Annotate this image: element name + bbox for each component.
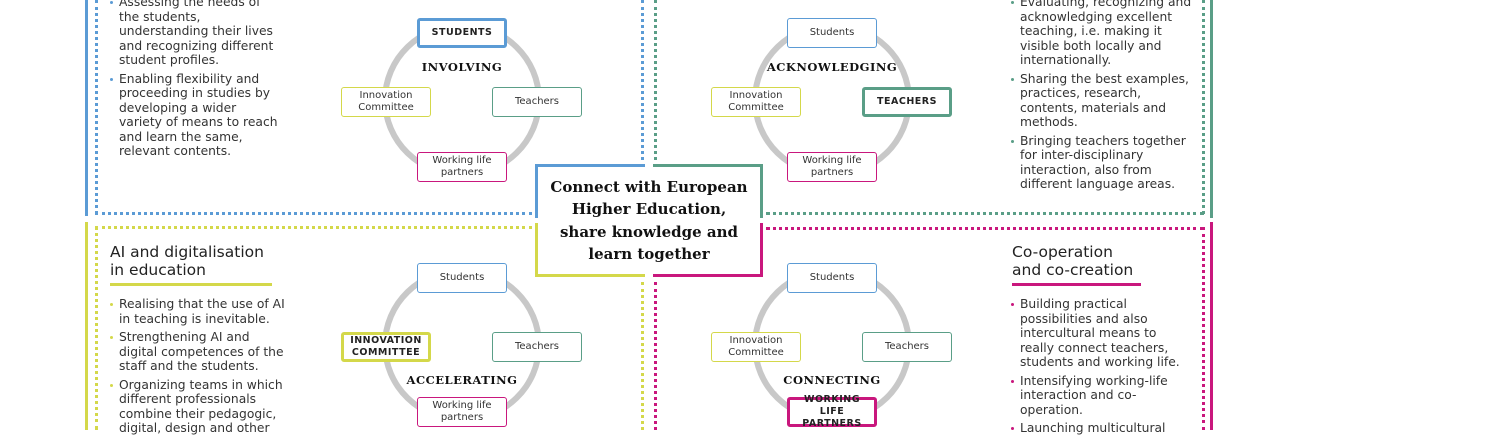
- node-students: STUDENTS: [417, 18, 507, 48]
- blue-dotted-border: [95, 0, 98, 214]
- yellow-dotted-border: [641, 282, 644, 430]
- magenta-dotted-border: [766, 227, 1204, 230]
- bullet-item: Sharing the best examples, practices, re…: [1011, 72, 1193, 130]
- node-teachers: Teachers: [862, 332, 952, 362]
- node-innovation: Innovation Committee: [711, 332, 801, 362]
- node-innovation: Innovation Committee: [341, 87, 431, 117]
- bullet-item: Launching multicultural: [1011, 421, 1191, 436]
- magenta-dotted-border: [1202, 227, 1205, 430]
- ai-digitalisation-heading: AI and digitalisation in education: [110, 243, 272, 286]
- cycle-verb-accelerating: ACCELERATING: [406, 373, 518, 387]
- top-right-bullets: Evaluating, recognizing and acknowledgin…: [1011, 0, 1193, 196]
- bullet-item: Strengthening AI and digital competences…: [110, 330, 290, 374]
- node-teachers: Teachers: [492, 332, 582, 362]
- bullet-item: Realising that the use of AI in teaching…: [110, 297, 290, 326]
- cycle-verb-involving: INVOLVING: [421, 60, 503, 74]
- node-students: Students: [417, 263, 507, 293]
- center-corner-blue: [535, 164, 645, 218]
- magenta-dotted-border: [654, 282, 657, 430]
- bullet-item: Intensifying working-life interaction an…: [1011, 374, 1191, 418]
- node-teachers: Teachers: [492, 87, 582, 117]
- bullet-item: Bringing teachers together for inter-dis…: [1011, 134, 1193, 192]
- node-students: Students: [787, 18, 877, 48]
- top-left-bullets: Assessing the needs of the students, und…: [110, 0, 280, 163]
- green-dotted-border: [654, 0, 657, 160]
- bottom-left-bullets: Realising that the use of AI in teaching…: [110, 297, 290, 440]
- node-teachers: TEACHERS: [862, 87, 952, 117]
- bullet-item: Enabling flexibility and proceeding in s…: [110, 72, 280, 159]
- co-operation-heading: Co-operation and co-creation: [1012, 243, 1141, 286]
- node-working: Working life partners: [417, 152, 507, 182]
- bottom-right-bullets: Building practical possibilities and als…: [1011, 297, 1191, 440]
- blue-frame-line: [85, 0, 88, 216]
- bullet-item: Organizing teams in which different prof…: [110, 378, 290, 436]
- node-innovation: Innovation Committee: [711, 87, 801, 117]
- bullet-item: Building practical possibilities and als…: [1011, 297, 1191, 370]
- node-working: WORKING LIFE PARTNERS: [787, 394, 877, 429]
- center-title-box: Connect with European Higher Education, …: [535, 164, 763, 277]
- yellow-frame-line: [85, 222, 88, 430]
- cycle-verb-connecting: CONNECTING: [783, 373, 881, 387]
- yellow-dotted-border: [95, 226, 532, 229]
- blue-dotted-border: [95, 212, 532, 215]
- bullet-item: Evaluating, recognizing and acknowledgin…: [1011, 0, 1193, 68]
- yellow-dotted-border: [95, 226, 98, 430]
- green-dotted-border: [1202, 0, 1205, 214]
- center-corner-yellow: [535, 223, 645, 277]
- bullet-item: Assessing the needs of the students, und…: [110, 0, 280, 68]
- center-title: Connect with European Higher Education, …: [550, 177, 748, 264]
- green-frame-line: [1210, 0, 1213, 218]
- center-corner-green: [653, 164, 763, 218]
- node-students: Students: [787, 263, 877, 293]
- cycle-verb-acknowledging: ACKNOWLEDGING: [766, 60, 898, 74]
- green-dotted-border: [766, 212, 1204, 215]
- magenta-frame-line: [1210, 222, 1213, 430]
- node-innovation: INNOVATION COMMITTEE: [341, 332, 431, 362]
- node-working: Working life partners: [417, 397, 507, 427]
- node-working: Working life partners: [787, 152, 877, 182]
- center-corner-magenta: [653, 223, 763, 277]
- blue-dotted-border: [641, 0, 644, 160]
